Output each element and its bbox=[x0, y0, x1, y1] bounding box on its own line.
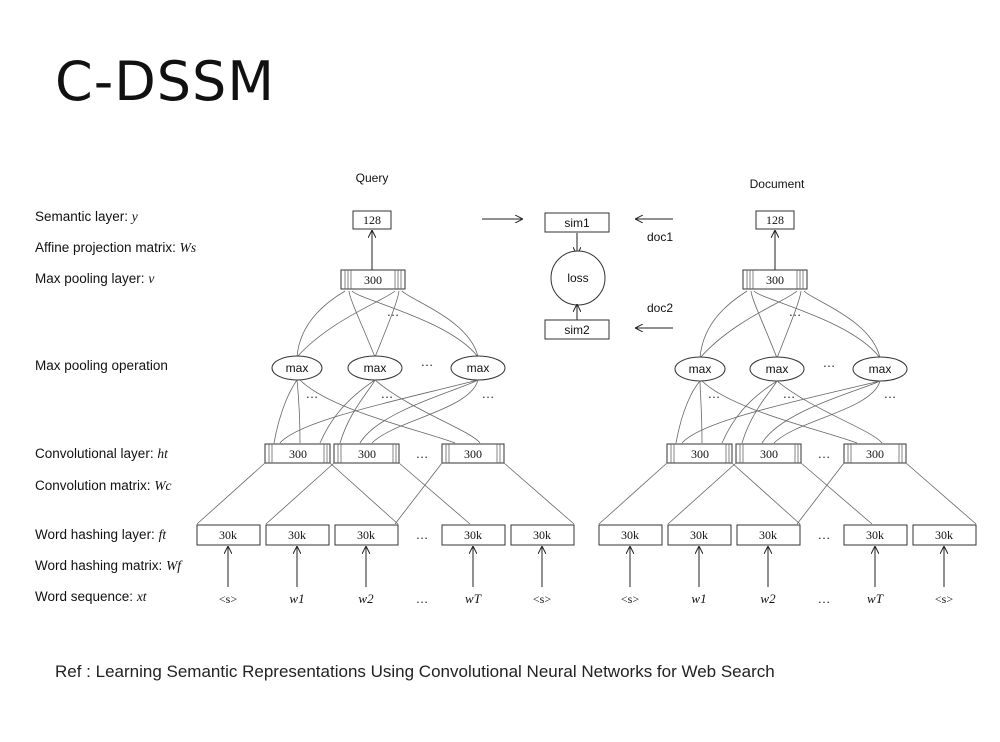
svg-text:…: … bbox=[381, 386, 394, 401]
sim2-box bbox=[544, 319, 610, 340]
svg-text:300: 300 bbox=[289, 447, 307, 461]
doc-word: w1 bbox=[691, 591, 706, 606]
svg-text:max: max bbox=[467, 361, 490, 375]
svg-text:max: max bbox=[364, 361, 387, 375]
doc-pool-box bbox=[742, 269, 808, 290]
document-title: Document bbox=[750, 177, 805, 191]
query-hash-box bbox=[265, 524, 330, 546]
doc-word: wT bbox=[867, 591, 884, 606]
label-word-hashing-layer: Word hashing layer: ft bbox=[35, 527, 167, 542]
label-semantic-layer: Semantic layer: y bbox=[35, 209, 138, 224]
doc2-label: doc2 bbox=[647, 301, 673, 315]
doc-hash-box bbox=[843, 524, 908, 546]
doc-hash-box bbox=[598, 524, 663, 546]
svg-text:max: max bbox=[869, 362, 892, 376]
similarity-block: sim1 doc1 loss sim2 doc2 bbox=[482, 212, 673, 340]
svg-text:…: … bbox=[482, 386, 495, 401]
slide-title: C-DSSM bbox=[55, 50, 275, 113]
svg-text:…: … bbox=[421, 354, 434, 369]
svg-text:300: 300 bbox=[766, 273, 784, 287]
svg-text:30k: 30k bbox=[621, 528, 639, 542]
query-semantic-value: 128 bbox=[363, 213, 381, 227]
label-max-pooling-layer: Max pooling layer: v bbox=[35, 271, 154, 286]
query-conv-box bbox=[441, 443, 505, 464]
query-title: Query bbox=[356, 171, 389, 185]
sim1-box bbox=[544, 212, 610, 233]
svg-text:max: max bbox=[689, 362, 712, 376]
svg-text:300: 300 bbox=[358, 447, 376, 461]
svg-text:300: 300 bbox=[464, 447, 482, 461]
svg-text:max: max bbox=[286, 361, 309, 375]
svg-text:…: … bbox=[783, 386, 796, 401]
doc-word: <s> bbox=[935, 592, 953, 606]
svg-text:…: … bbox=[306, 386, 319, 401]
doc-conv-box bbox=[666, 443, 733, 464]
doc-word: <s> bbox=[621, 592, 639, 606]
svg-text:30k: 30k bbox=[357, 528, 375, 542]
svg-text:…: … bbox=[818, 527, 831, 542]
doc1-label: doc1 bbox=[647, 230, 673, 244]
svg-text:…: … bbox=[416, 527, 429, 542]
query-word: w1 bbox=[289, 591, 304, 606]
query-word: wT bbox=[465, 591, 482, 606]
svg-text:…: … bbox=[884, 386, 897, 401]
svg-text:30k: 30k bbox=[690, 528, 708, 542]
svg-text:300: 300 bbox=[691, 447, 709, 461]
query-semantic-box bbox=[352, 210, 392, 230]
svg-text:300: 300 bbox=[760, 447, 778, 461]
svg-text:max: max bbox=[766, 362, 789, 376]
sim2-label: sim2 bbox=[564, 323, 590, 337]
svg-text:…: … bbox=[823, 355, 836, 370]
svg-text:30k: 30k bbox=[288, 528, 306, 542]
doc-hash-box bbox=[667, 524, 732, 546]
query-conv-box bbox=[264, 443, 331, 464]
doc-hash-box bbox=[736, 524, 801, 546]
query-conv-box bbox=[333, 443, 400, 464]
layer-labels: Semantic layer: y Affine projection matr… bbox=[35, 209, 196, 604]
svg-text:…: … bbox=[416, 591, 429, 606]
svg-text:…: … bbox=[818, 591, 831, 606]
label-max-pooling-operation: Max pooling operation bbox=[35, 358, 168, 373]
doc-semantic-value: 128 bbox=[766, 213, 784, 227]
query-column: 128 300 … max max … max … … … bbox=[196, 210, 575, 606]
query-pool-value: 300 bbox=[364, 273, 382, 287]
svg-text:30k: 30k bbox=[533, 528, 551, 542]
doc-word: w2 bbox=[760, 591, 776, 606]
query-pool-box bbox=[340, 269, 406, 290]
label-convolution-matrix: Convolution matrix: Wc bbox=[35, 478, 172, 493]
query-hash-box bbox=[510, 524, 575, 546]
svg-text:30k: 30k bbox=[935, 528, 953, 542]
svg-text:…: … bbox=[708, 386, 721, 401]
query-hash-box bbox=[334, 524, 399, 546]
svg-text:30k: 30k bbox=[464, 528, 482, 542]
reference-citation: Ref : Learning Semantic Representations … bbox=[55, 662, 775, 681]
label-word-hashing-matrix: Word hashing matrix: Wf bbox=[35, 558, 183, 573]
doc-hash-box bbox=[912, 524, 977, 546]
query-word: <s> bbox=[219, 592, 237, 606]
document-column: 128 300 … max max … max … … … 300 bbox=[598, 210, 977, 606]
svg-text:…: … bbox=[818, 446, 831, 461]
sim1-label: sim1 bbox=[564, 216, 590, 230]
query-word: w2 bbox=[358, 591, 374, 606]
label-word-sequence: Word sequence: xt bbox=[35, 589, 148, 604]
svg-text:…: … bbox=[416, 446, 429, 461]
doc-conv-box bbox=[843, 443, 907, 464]
doc-conv-box bbox=[735, 443, 802, 464]
svg-text:300: 300 bbox=[866, 447, 884, 461]
query-hash-box bbox=[441, 524, 506, 546]
label-convolutional-layer: Convolutional layer: ht bbox=[35, 446, 169, 461]
query-word: <s> bbox=[533, 592, 551, 606]
svg-text:30k: 30k bbox=[219, 528, 237, 542]
svg-text:30k: 30k bbox=[759, 528, 777, 542]
loss-label: loss bbox=[567, 271, 588, 285]
doc-semantic-box bbox=[755, 210, 795, 230]
label-affine-projection: Affine projection matrix: Ws bbox=[35, 240, 196, 255]
query-hash-box bbox=[196, 524, 261, 546]
svg-text:30k: 30k bbox=[866, 528, 884, 542]
